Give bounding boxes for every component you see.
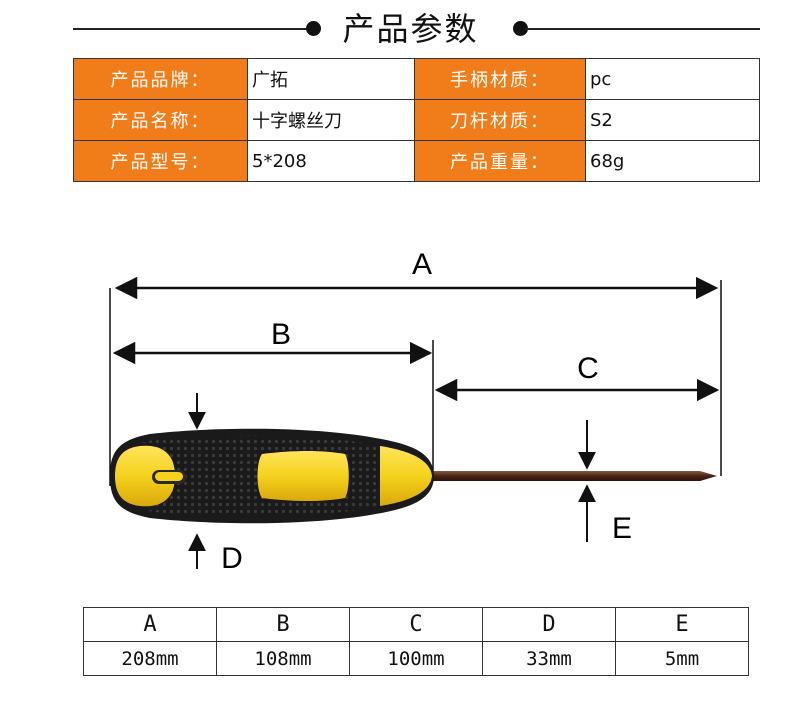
- dimensions-table: A B C D E 208mm 108mm 100mm 33mm 5mm: [83, 607, 749, 676]
- dimension-label-e: E: [612, 512, 632, 545]
- dimension-label-a: A: [412, 248, 432, 281]
- spec-label: 产品型号：: [73, 140, 248, 182]
- screwdriver-shaft: [400, 471, 717, 481]
- dimension-label-c: C: [577, 352, 599, 385]
- dimensions-header-row: A B C D E: [83, 607, 749, 642]
- spec-value: pc: [585, 58, 760, 100]
- spec-row: 产品名称： 十字螺丝刀 刀杆材质： S2: [73, 99, 760, 141]
- title-line-right: [525, 28, 760, 30]
- spec-value: S2: [585, 99, 760, 141]
- spec-table: 产品品牌： 广拓 手柄材质： pc 产品名称： 十字螺丝刀 刀杆材质： S2 产…: [73, 58, 760, 182]
- dimension-label-b: B: [271, 318, 291, 351]
- spec-label: 产品名称：: [73, 99, 248, 141]
- dimension-header: D: [482, 607, 616, 642]
- screwdriver-handle: [110, 428, 434, 524]
- title-dot-right: [513, 21, 528, 36]
- page-title: 产品参数: [342, 10, 479, 48]
- dimension-value: 100mm: [349, 641, 483, 676]
- spec-label: 产品品牌：: [73, 58, 248, 100]
- dimension-label-d: D: [221, 542, 243, 575]
- dimension-header: B: [216, 607, 350, 642]
- dimension-header: E: [615, 607, 749, 642]
- spec-value: 广拓: [247, 58, 415, 100]
- screwdriver-diagram: A B C D E: [109, 248, 722, 575]
- spec-label: 手柄材质：: [414, 58, 586, 100]
- spec-value: 68g: [585, 140, 760, 182]
- spec-row: 产品品牌： 广拓 手柄材质： pc: [73, 58, 760, 100]
- spec-value: 十字螺丝刀: [247, 99, 415, 141]
- dimension-header: C: [349, 607, 483, 642]
- dimension-value: 33mm: [482, 641, 616, 676]
- spec-label: 产品重量：: [414, 140, 586, 182]
- dimension-value: 208mm: [83, 641, 217, 676]
- dimension-value: 108mm: [216, 641, 350, 676]
- dimension-header: A: [83, 607, 217, 642]
- title-dot-left: [306, 21, 321, 36]
- spec-value: 5*208: [247, 140, 415, 182]
- title-line-left: [73, 28, 313, 30]
- spec-row: 产品型号： 5*208 产品重量： 68g: [73, 140, 760, 182]
- dimensions-value-row: 208mm 108mm 100mm 33mm 5mm: [83, 641, 749, 676]
- dimension-value: 5mm: [615, 641, 749, 676]
- spec-label: 刀杆材质：: [414, 99, 586, 141]
